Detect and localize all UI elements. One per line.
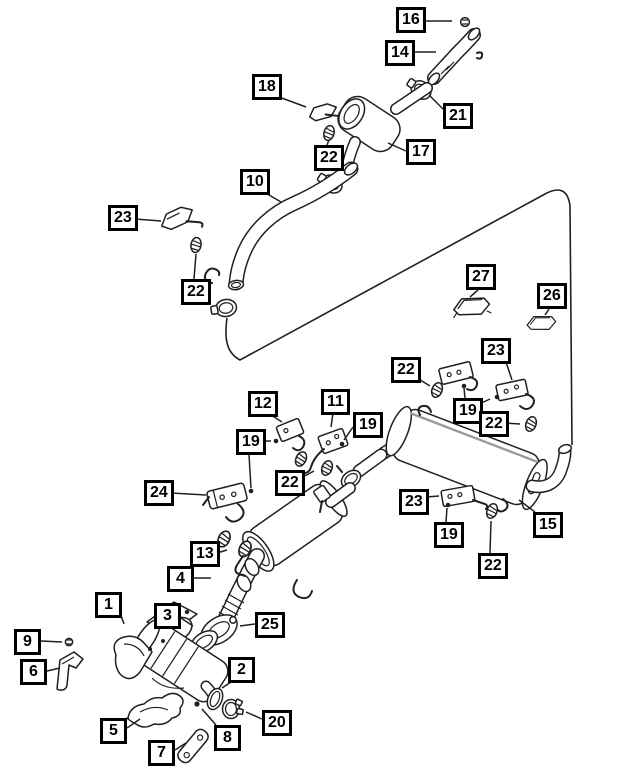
- callout-box-1-27[interactable]: 1: [95, 592, 122, 618]
- leader-line: [248, 454, 252, 489]
- leader-line: [134, 218, 162, 222]
- leader-line: [330, 412, 334, 428]
- leader-line: [469, 289, 479, 298]
- part-bracket-27: [453, 297, 492, 319]
- leader-line: [126, 718, 141, 729]
- routing-line: [225, 189, 573, 446]
- part-hanger-bracket-24: [202, 482, 254, 523]
- leader-line: [544, 308, 550, 316]
- callout-box-25-29[interactable]: 25: [255, 612, 285, 638]
- leader-line: [46, 667, 61, 672]
- callout-box-3-28[interactable]: 3: [154, 603, 181, 629]
- leader-line: [278, 96, 307, 108]
- leader-line: [445, 507, 448, 523]
- callout-box-5-33[interactable]: 5: [100, 718, 127, 744]
- part-hanger-bracket-11: [301, 427, 349, 475]
- callout-box-6-31[interactable]: 6: [20, 659, 47, 685]
- callout-box-22-4[interactable]: 22: [314, 145, 344, 171]
- callout-box-2-32[interactable]: 2: [228, 657, 255, 683]
- leader-line: [463, 387, 466, 399]
- callout-box-27-9[interactable]: 27: [466, 264, 496, 290]
- part-hanger-bracket-rear-upper: [438, 361, 479, 392]
- callout-box-24-19[interactable]: 24: [144, 480, 174, 506]
- callout-box-22-11[interactable]: 22: [391, 357, 421, 383]
- callout-box-23-21[interactable]: 23: [399, 489, 429, 515]
- leader-line: [326, 139, 330, 146]
- callout-box-9-30[interactable]: 9: [14, 629, 41, 655]
- callout-box-19-18[interactable]: 19: [236, 429, 266, 455]
- callout-box-19-22[interactable]: 19: [434, 522, 464, 548]
- callout-box-7-34[interactable]: 7: [148, 740, 175, 766]
- leader-line: [239, 623, 256, 627]
- callout-box-18-2[interactable]: 18: [252, 74, 282, 100]
- callout-box-10-6[interactable]: 10: [240, 169, 270, 195]
- callout-box-12-15[interactable]: 12: [248, 391, 278, 417]
- callout-box-15-23[interactable]: 15: [533, 512, 563, 538]
- part-bracket-6: [56, 651, 84, 691]
- leader-line: [387, 142, 407, 152]
- leader-line: [518, 499, 536, 513]
- part-hanger-bracket-23c: [440, 484, 489, 510]
- callout-box-22-8[interactable]: 22: [181, 279, 211, 305]
- callout-box-22-20[interactable]: 22: [275, 470, 305, 496]
- callout-box-22-24[interactable]: 22: [478, 553, 508, 579]
- leader-line: [170, 492, 207, 496]
- part-front-pipe: [203, 161, 359, 291]
- part-hanger-bracket-18: [308, 103, 340, 122]
- part-slip-pipe: [336, 448, 388, 489]
- leader-line: [193, 253, 197, 280]
- part-nut-9: [64, 637, 74, 647]
- leader-line: [40, 640, 63, 643]
- callout-box-22-14[interactable]: 22: [479, 411, 509, 437]
- part-tailpipe: [427, 27, 484, 86]
- callout-box-17-5[interactable]: 17: [406, 139, 436, 165]
- leader-line: [201, 708, 217, 726]
- callout-box-14-1[interactable]: 14: [385, 40, 415, 66]
- callout-box-21-3[interactable]: 21: [443, 103, 473, 129]
- leader-line: [343, 426, 354, 441]
- callout-box-16-0[interactable]: 16: [396, 7, 426, 33]
- part-band-clamp: [221, 698, 244, 720]
- callout-box-20-36[interactable]: 20: [262, 710, 292, 736]
- callout-box-13-25[interactable]: 13: [190, 541, 220, 567]
- callout-box-26-10[interactable]: 26: [537, 283, 567, 309]
- leader-line: [245, 711, 263, 720]
- callout-box-8-35[interactable]: 8: [214, 725, 241, 751]
- part-gasket-oval: [206, 687, 224, 711]
- part-stud: [194, 701, 200, 707]
- leader-line: [221, 681, 232, 689]
- leader-line: [428, 94, 444, 110]
- leader-line: [505, 361, 513, 381]
- part-nut: [459, 16, 471, 28]
- callout-box-11-16[interactable]: 11: [321, 389, 350, 415]
- callout-box-23-7[interactable]: 23: [108, 205, 138, 231]
- callout-box-4-26[interactable]: 4: [167, 566, 194, 592]
- leader-line: [489, 520, 492, 554]
- part-hanger-bracket-23b: [494, 378, 535, 410]
- leader-line: [180, 617, 194, 627]
- callout-box-19-13[interactable]: 19: [453, 398, 483, 424]
- leader-line: [174, 742, 187, 751]
- callout-box-23-12[interactable]: 23: [481, 338, 511, 364]
- part-hanger-bracket-23a: [161, 206, 204, 231]
- part-hanger-bracket-12: [273, 417, 306, 452]
- callout-box-19-17[interactable]: 19: [353, 412, 383, 438]
- part-bracket-7: [177, 728, 209, 764]
- part-bracket-26: [526, 315, 557, 330]
